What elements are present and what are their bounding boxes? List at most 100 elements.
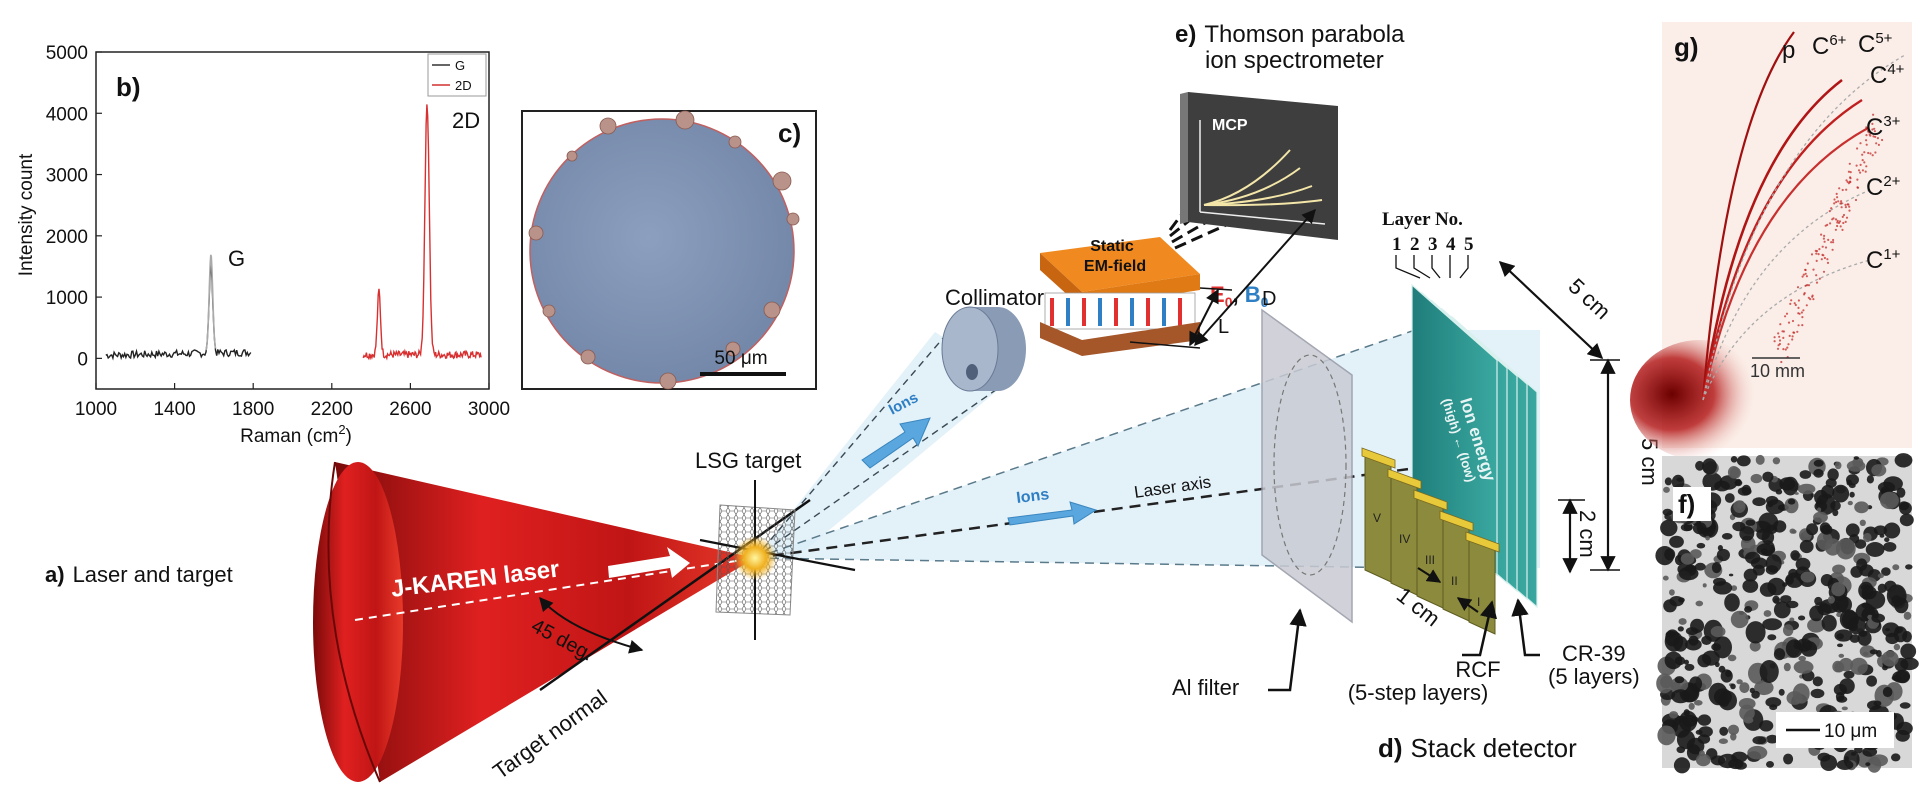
ion-hit-dot: [1834, 218, 1838, 221]
ion-hit-dot: [1872, 113, 1875, 116]
ion-hit-dot: [1777, 332, 1780, 335]
etch-pit: [1843, 670, 1855, 679]
etch-pit: [1782, 476, 1799, 496]
etch-pit: [1780, 595, 1792, 604]
ions-arrow-lower: [1007, 501, 1098, 526]
layer-number-leader: [1459, 255, 1469, 279]
etch-pit: [1739, 682, 1750, 693]
etch-pit: [1827, 595, 1835, 604]
ion-hit-dot: [1874, 135, 1877, 138]
cr39-pointer: [1511, 598, 1540, 657]
etch-pit: [1694, 562, 1706, 571]
raman-legend: G 2D: [427, 53, 487, 97]
etch-pit: [1903, 611, 1912, 620]
ion-hit-dot: [1788, 334, 1791, 337]
etch-pit: [1900, 657, 1919, 671]
ion-hit-dot: [1855, 164, 1858, 167]
ion-hit-dot: [1821, 253, 1824, 256]
ion-hit-dot: [1840, 200, 1843, 203]
etch-pit: [1882, 686, 1893, 698]
ion-hit-dot: [1797, 324, 1800, 327]
ion-hit-dot: [1827, 238, 1830, 241]
etch-pit: [1807, 618, 1826, 633]
ion-hit-dot: [1865, 139, 1868, 142]
etch-pit: [1744, 606, 1753, 613]
etch-pit: [1760, 548, 1768, 554]
etch-pit: [1799, 539, 1814, 554]
etch-pit: [1865, 542, 1885, 557]
ion-hit-dot: [1792, 331, 1795, 334]
ion-hit-dot: [1830, 207, 1833, 210]
dim-2cm-label: 2 cm: [1575, 510, 1600, 558]
etch-pit: [1883, 542, 1897, 552]
rcf-strip: [1439, 510, 1474, 532]
ion-hit-dot: [1832, 217, 1835, 220]
etch-pit: [1688, 702, 1695, 710]
ion-hit-dot: [1867, 151, 1870, 155]
etch-pit: [1711, 562, 1722, 574]
etch-pit: [1676, 746, 1686, 754]
ion-hit-dot: [1784, 348, 1787, 351]
raman-x-axis-label: Raman (cm2): [240, 422, 352, 447]
ion-hit-dot: [1778, 335, 1781, 338]
panel-e-label: e)Thomson parabola: [1175, 21, 1405, 48]
ion-hit-dot: [1837, 200, 1840, 203]
etch-pit: [1680, 553, 1695, 565]
al-filter-pointer: [1268, 608, 1307, 692]
raman-x-tick-label: 2200: [311, 399, 353, 420]
etch-pit: [1728, 573, 1734, 577]
cr39-sublabel: (5 layers): [1548, 664, 1640, 689]
etch-scale-label: 10 μm: [1824, 721, 1877, 742]
ion-hit-dot: [1861, 159, 1864, 162]
etch-pit: [1674, 676, 1685, 684]
etch-pit: [1767, 634, 1777, 641]
etch-pit: [1800, 571, 1815, 583]
ion-hit-dot: [1876, 137, 1879, 140]
ion-hit-dot: [1859, 171, 1862, 174]
ion-hit-dot: [1793, 302, 1796, 305]
rcf-roman-label: IV: [1399, 532, 1410, 546]
ion-hit-dot: [1871, 128, 1874, 131]
carbon-ion-label: C6+: [1812, 32, 1847, 60]
ion-hit-dot: [1812, 268, 1815, 271]
etch-pit: [1656, 673, 1673, 694]
etch-pit: [1714, 661, 1720, 668]
mcp-screen: [1180, 92, 1338, 240]
ion-hit-dot: [1849, 177, 1852, 180]
ion-hit-dot: [1791, 319, 1795, 323]
etch-pit: [1893, 643, 1901, 651]
etch-pit: [1736, 679, 1743, 685]
ion-hit-dot: [1807, 296, 1810, 299]
etch-pit: [1787, 498, 1796, 505]
micrograph-panel: c) 50 μm: [521, 110, 817, 390]
ion-hit-dot: [1782, 336, 1785, 339]
etch-pit: [1662, 575, 1669, 581]
ion-hit-dot: [1791, 335, 1794, 338]
raman-x-tick-label: 1400: [153, 399, 195, 420]
etch-pit: [1671, 474, 1685, 490]
parabola-image-panel: [1630, 22, 1912, 460]
etch-pit: [1905, 564, 1913, 570]
etch-pit: [1737, 487, 1752, 496]
ion-hit-dot: [1797, 306, 1800, 309]
etch-pit: [1899, 702, 1911, 709]
etch-pit: [1676, 729, 1696, 750]
laser-axis-line: [754, 460, 1461, 560]
raman-plot-frame: [95, 51, 490, 390]
ion-hit-dot: [1773, 336, 1776, 339]
etch-pit: [1759, 582, 1777, 597]
ion-hit-dot: [1869, 152, 1872, 155]
rcf-roman-label: I: [1477, 595, 1480, 609]
etch-pit: [1698, 750, 1705, 757]
ion-hit-dot: [1830, 241, 1833, 244]
etch-pit: [1795, 557, 1811, 571]
ion-hit-dot: [1805, 304, 1808, 307]
layer-number-leader: [1431, 255, 1441, 279]
raman-x-tick-label: 1800: [232, 399, 274, 420]
etch-pit: [1718, 665, 1726, 673]
panel-a-label: a)Laser and target: [45, 562, 233, 587]
etch-pit: [1884, 537, 1890, 543]
etch-pit: [1730, 585, 1738, 591]
etch-pit: [1832, 564, 1846, 575]
